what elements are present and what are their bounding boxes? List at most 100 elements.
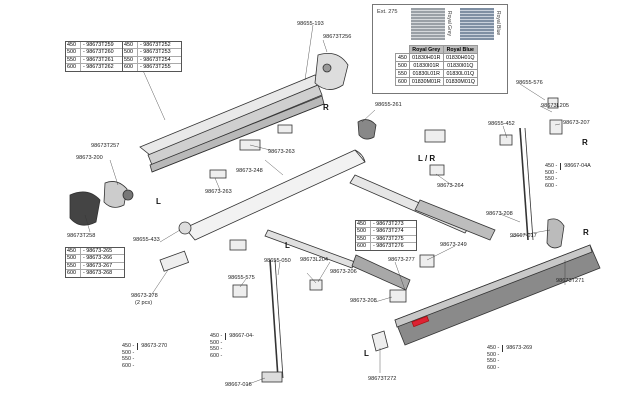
label-98655-261: 98655-261 [375,102,402,108]
part-box-row: 500- 98673-266 [66,255,124,263]
size-box-part: 98667-04- [229,333,254,339]
left-arm [264,229,356,269]
part-box-size: 450 [66,42,81,49]
mark-R-far: R [583,228,589,237]
part-box-size: 550 [123,56,138,64]
part-box-size: 550 [66,56,81,64]
part-box-size: 500 [123,49,138,56]
legend-size: 450 [395,53,410,62]
part-box-row: 550- 98673T261 [66,56,124,65]
part-box-size: 500 [356,228,371,235]
part-box-size: 500 [66,49,81,56]
size-box-size: 550 - [122,356,135,363]
part-box-row: 600- 98673T262 [66,64,124,71]
label-98673T271: 98673T271 [556,278,585,284]
size-box-04: 450 -500 -550 -600 -98667-04- [210,333,254,359]
label-98673T257: 98673T257 [91,143,120,149]
part-box-number: - 98673T274 [373,228,404,235]
label-98673-278-qty: (2 pcs) [135,300,153,306]
size-box-270: 450 -500 -550 -600 - 98673-270 [122,343,168,369]
part-box-row: 500- 98673T253 [123,49,181,57]
size-box-size: 550 - [545,176,558,183]
label-98655-433: 98655-433 [133,237,160,243]
legend-grey-part: 01830M01R [408,77,444,86]
size-box-part: 98667-04A [564,163,591,169]
label-98673L205: 98673L205 [541,103,569,109]
part-box-number: - 98673T275 [373,235,404,242]
label-98673-264: 98673-264 [437,183,464,189]
size-box-size: 600 - [545,183,558,190]
part-box-number: - 98673-267 [83,262,113,269]
legend-grey-part: 01830I01R [408,61,444,70]
size-box-size: 500 - [210,339,223,346]
mark-R-top: R [323,103,329,112]
size-box-size: 450 - [122,343,135,349]
legend-grey-part: 01830H01R [408,53,444,62]
part-box-size: 450 [356,221,371,228]
part-box-size: 450 [123,42,138,49]
royal-grey-swatch-label: Royal Grey [446,11,452,37]
legend-blue-part: 01830H01Q [442,53,478,62]
label-98655-452: 98655-452 [488,121,515,127]
part-box-number: - 98673-266 [83,255,113,262]
part-box-number: - 98673-268 [83,270,113,277]
col-royal-grey: Royal Grey [408,45,444,54]
part-box-size: 450 [66,248,81,255]
label-98673-206: 98673-206 [330,269,357,275]
end-cap-left [69,191,101,226]
part-box-number: - 98673T260 [83,49,114,56]
legend-blue-part: 01830M01Q [442,77,478,86]
legend-ext: Ext. 275 [377,9,398,15]
part-box-row: 500- 98673T274 [356,228,416,236]
part-box-size: 500 [66,255,81,262]
royal-grey-swatch [411,8,445,40]
size-box-size: 500 - [122,349,135,356]
legend-size: 600 [395,77,410,86]
size-box-size: 550 - [487,358,500,365]
legend-grey-part: 01830L01R [408,69,444,78]
label-98673T272: 98673T272 [368,376,397,382]
label-98673-277: 98673-277 [388,257,415,263]
part-box-number: - 98673T276 [373,243,404,250]
part-box-size: 550 [66,262,81,270]
part-box-row: 600- 98673T255 [123,64,181,71]
left-leg [269,259,279,379]
label-98673-207: 98673-207 [563,120,590,126]
mark-L-bottom: L [364,349,369,358]
label-98673-208-b: 98673-208 [350,298,377,304]
size-box-size: 550 - [210,346,223,353]
label-98673T258: 98673T258 [67,233,96,239]
part-box-size: 550 [356,235,371,243]
legend-blue-part: 01830L01Q [442,69,478,78]
part-box-number: - 98673T262 [83,64,114,71]
label-98655-575: 98655-575 [228,275,255,281]
color-legend: Ext. 275 Royal Grey Royal Blue Royal Gre… [372,4,508,94]
part-box-size: 600 [356,243,371,250]
end-cap-right [314,52,349,90]
label-98673-263-b: 98673-263 [205,189,232,195]
label-98655-576: 98655-576 [516,80,543,86]
part-box-number: - 98673T273 [373,221,404,227]
size-box-04a: 450 -500 -550 -600 -98667-04A [545,163,591,189]
label-98673-263-a: 98673-263 [268,149,295,155]
size-box-size: 600 - [122,363,135,370]
royal-blue-swatch [460,8,494,40]
part-box-row: 550- 98673T254 [123,56,181,65]
mark-L-left: L [156,197,161,206]
part-box-row: 450- 98673T259 [66,42,124,50]
size-box-part: 98673-270 [141,343,168,349]
size-box-size: 450 - [545,163,558,169]
size-box-size: 450 - [487,345,500,351]
mark-R-right: R [582,138,588,147]
size-box-size: 600 - [487,365,500,372]
legend-blue-part: 01830I01Q [442,61,478,70]
mark-LR: L / R [418,154,436,163]
part-box-row: 450- 98673-265 [66,248,124,256]
